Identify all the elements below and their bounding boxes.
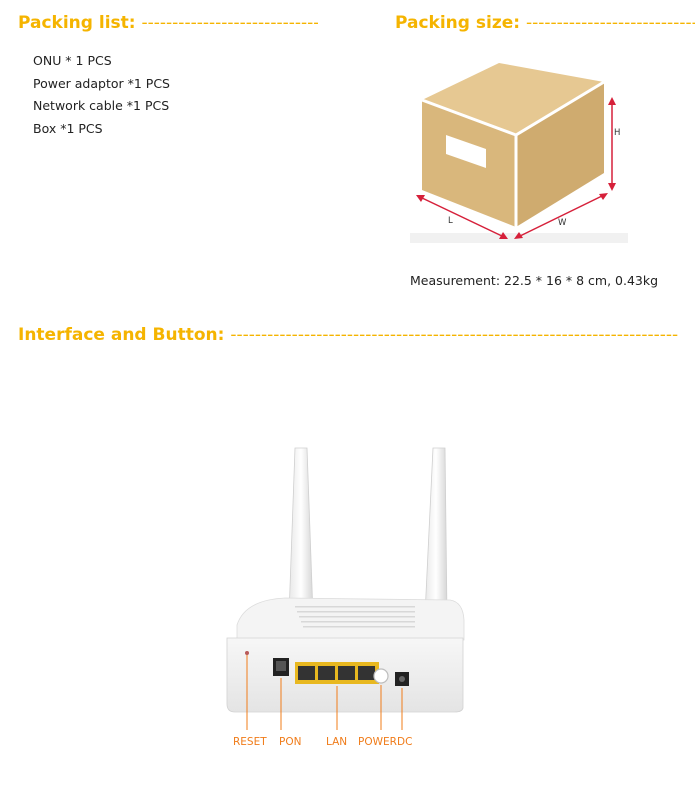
width-arrow (517, 194, 605, 238)
list-item: ONU * 1 PCS (33, 53, 112, 68)
list-item: Box *1 PCS (33, 120, 103, 136)
pon-label: PON (279, 736, 302, 748)
interface-heading: Interface and Button: ------------------… (18, 325, 678, 345)
length-arrow-head-left (416, 195, 425, 202)
lan-port-1 (298, 666, 315, 680)
power-label: POWER (358, 736, 397, 748)
reset-hole (245, 651, 249, 655)
box-illustration: H L W (410, 63, 628, 243)
lan-port-2 (318, 666, 335, 680)
list-item: Power adaptor *1 PCS (33, 75, 170, 91)
width-arrow-head-right (599, 193, 608, 200)
lan-label: LAN (326, 736, 348, 748)
dc-jack-pin (399, 676, 405, 682)
length-arrow (419, 196, 505, 238)
pon-port-inner (276, 661, 286, 671)
box-side-face (516, 82, 604, 227)
dc-label: DC (397, 736, 413, 748)
height-arrow-head-bottom (608, 183, 616, 191)
interface-title: Interface and Button: (18, 325, 225, 345)
router-illustration (226, 447, 465, 730)
length-arrow-head-right (499, 232, 508, 239)
length-label: L (448, 216, 453, 226)
width-arrow-head-left (514, 232, 523, 239)
packing-size-divider: ----------------------------------------… (525, 13, 695, 33)
packing-list-title: Packing list: (18, 13, 136, 33)
leader-lines (246, 655, 403, 730)
power-button (373, 668, 389, 684)
interface-divider: ----------------------------------------… (230, 325, 678, 345)
box-top-face (422, 63, 604, 135)
box-handle (446, 135, 486, 168)
height-arrow-head-top (608, 97, 616, 105)
antenna-left (288, 447, 314, 616)
packing-size-heading: Packing size: --------------------------… (395, 13, 695, 33)
lan-port-4 (358, 666, 375, 680)
router-vents (295, 606, 415, 628)
list-item: Network cable *1 PCS (33, 98, 170, 113)
packing-list: ONU * 1 PCS Power adaptor *1 PCS Network… (33, 50, 170, 140)
height-label: H (614, 128, 620, 138)
packing-list-divider: ----------------------------------------… (141, 13, 319, 33)
lan-port-3 (338, 666, 355, 680)
reset-label: RESET (233, 736, 267, 748)
box-measurement: Measurement: 22.5 * 16 * 8 cm, 0.43kg (410, 273, 659, 288)
width-label: W (558, 218, 567, 228)
box-front-face (422, 100, 516, 227)
antenna-right (424, 447, 448, 616)
packing-size-title: Packing size: (395, 13, 521, 33)
router-top (236, 597, 465, 641)
packing-list-heading: Packing list: --------------------------… (18, 13, 318, 33)
